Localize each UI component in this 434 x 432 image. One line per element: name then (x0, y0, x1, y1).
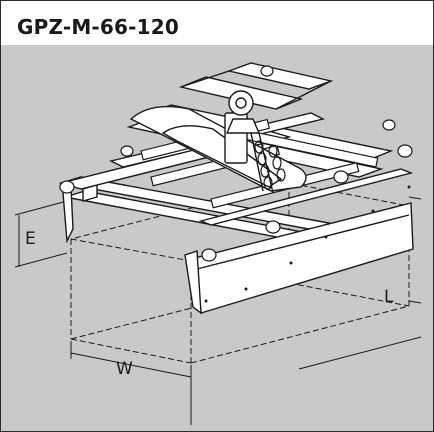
dimension-e-label: E (25, 229, 36, 249)
dimension-w-lines (70, 341, 192, 425)
grab-side-plates (62, 185, 414, 315)
dimension-w-label: W (116, 359, 133, 379)
title-bar: GPZ-M-66-120 (1, 1, 433, 45)
pivot-rollers (59, 65, 413, 262)
dimension-e-lines (14, 200, 68, 268)
plate-rivets (204, 185, 411, 303)
chain (254, 140, 286, 190)
dimension-l-label: L (384, 287, 394, 307)
product-title: GPZ-M-66-120 (17, 15, 180, 39)
dimension-l-lines (298, 196, 422, 370)
